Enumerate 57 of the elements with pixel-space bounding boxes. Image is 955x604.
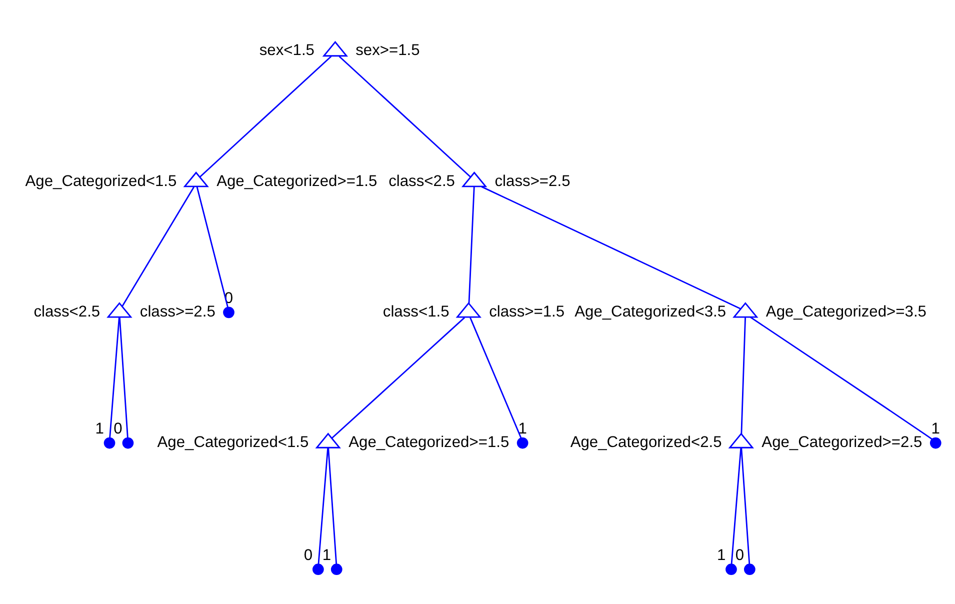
connector [199, 55, 332, 177]
node-label: 1 [95, 420, 104, 438]
connector [468, 186, 475, 304]
node-circle [104, 436, 116, 448]
node-label: class>=1.5 [489, 302, 565, 320]
node-label: class<1.5 [382, 302, 450, 320]
node-label: 1 [716, 546, 726, 564]
node-label: 0 [304, 546, 313, 564]
node-label: Age_Categorized<1.5 [25, 172, 177, 190]
connector [122, 186, 194, 306]
node-triangle [322, 40, 348, 56]
node-triangle [728, 432, 754, 448]
connector [331, 316, 466, 438]
node-circle [516, 436, 528, 448]
connector [338, 55, 472, 177]
node-triangle [732, 302, 758, 318]
node-label: Age_Categorized<1.5 [157, 434, 309, 450]
node-label: sex>=1.5 [356, 42, 420, 59]
node-triangle [456, 302, 482, 318]
node-circle [223, 306, 234, 318]
connector [750, 316, 933, 440]
node-label: 0 [735, 546, 744, 564]
connector [318, 447, 329, 564]
node-label: Age_Categorized>=1.5 [348, 434, 510, 450]
node-label: 1 [931, 420, 940, 438]
node-triangle [461, 171, 488, 187]
node-circle [330, 563, 342, 575]
connector [109, 316, 120, 438]
node-label: 0 [114, 420, 122, 438]
node-circle [744, 563, 756, 575]
node-circle [930, 436, 942, 448]
node-label: 1 [322, 546, 332, 564]
node-label: Age_Categorized>=1.5 [216, 172, 378, 190]
node-label: sex<1.5 [259, 42, 314, 59]
node-label: Age_Categorized>=3.5 [766, 302, 926, 320]
node-label: Age_Categorized<3.5 [574, 302, 726, 320]
node-label: class>=2.5 [494, 172, 570, 190]
node-label: class>=2.5 [140, 302, 216, 320]
connector [196, 186, 228, 307]
node-circle [122, 436, 134, 448]
node-triangle [183, 171, 209, 187]
node-label: Age_Categorized>=2.5 [762, 434, 922, 450]
node-label: class<2.5 [34, 302, 100, 320]
connector [730, 447, 742, 564]
connector [740, 317, 746, 434]
connector [481, 186, 742, 309]
node-circle [726, 563, 737, 575]
node-triangle [106, 302, 132, 318]
node-label: 1 [518, 420, 527, 438]
node-label: class<2.5 [388, 172, 455, 190]
connector [328, 447, 338, 564]
connector [470, 316, 522, 438]
node-circle [312, 563, 324, 575]
connector [740, 447, 750, 564]
node-triangle [315, 432, 341, 448]
node-label: Age_Categorized<2.5 [570, 434, 722, 450]
connector [118, 317, 128, 438]
